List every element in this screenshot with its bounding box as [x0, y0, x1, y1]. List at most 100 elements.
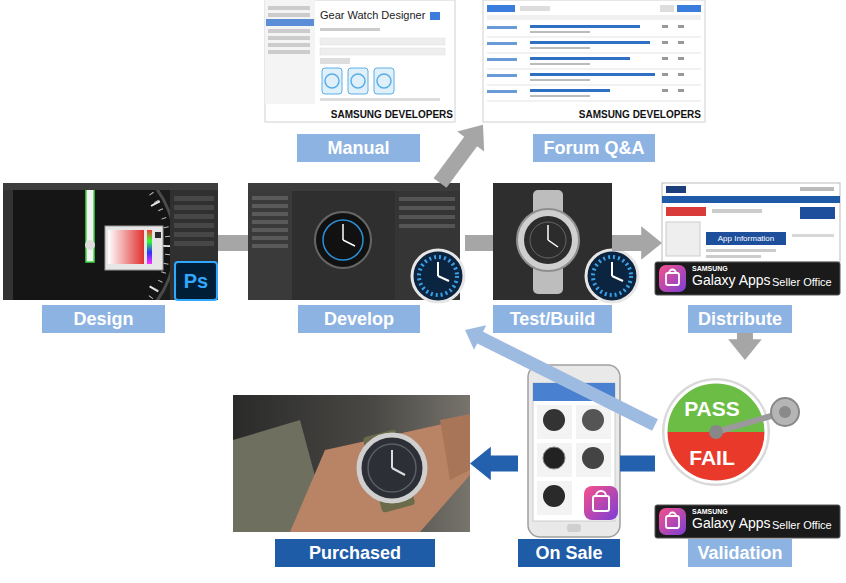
- brand-logo: SAMSUNG DEVELOPERS: [579, 110, 701, 120]
- stage-label: On Sale: [535, 544, 602, 562]
- forum-screenshot-part: [662, 25, 668, 28]
- forum-screenshot-part: [530, 73, 655, 76]
- designer-screenshot-part: [252, 228, 288, 232]
- manual-screenshot-part: [266, 19, 314, 26]
- forum-screenshot-part: [487, 69, 701, 70]
- manual-screenshot-part: [348, 68, 368, 94]
- manual-screenshot-part: [430, 12, 440, 20]
- designer-icon-part: [437, 262, 439, 276]
- designer-screenshot-part: [252, 244, 288, 248]
- seller-office-screenshot-part: [706, 232, 786, 245]
- forum-screenshot-part: [678, 41, 684, 44]
- designer-screenshot-part: [315, 212, 371, 268]
- galaxy-store-icon-part: [593, 496, 609, 511]
- galaxy-apps-badge-part: [655, 505, 840, 538]
- photoshop-screenshot-part: [174, 196, 214, 201]
- manual-screenshot-part: [320, 38, 445, 45]
- forum-screenshot-part: [677, 5, 701, 12]
- manual-screenshot-part: [268, 43, 310, 47]
- arrow-head: [641, 226, 662, 260]
- wrist-photo-part: [391, 450, 393, 468]
- seller-office-screenshot-part: [662, 183, 840, 262]
- designer-screenshot-part: [252, 236, 288, 240]
- pass-fail-dial-part: [771, 398, 799, 426]
- arrow-shaft: [465, 235, 493, 251]
- brand-logo: SAMSUNG DEVELOPERS: [331, 110, 453, 120]
- arrow-shaft: [218, 235, 248, 251]
- manual-screenshot-part: [268, 13, 310, 17]
- flow-arrow: [728, 333, 762, 360]
- forum-screenshot-part: [678, 25, 684, 28]
- designer-screenshot-part: [252, 204, 288, 208]
- flow-arrow: [218, 243, 248, 244]
- forum-screenshot-part: [487, 74, 517, 77]
- manual-screenshot-part: [265, 0, 315, 104]
- stage-label: Manual: [327, 139, 389, 157]
- designer-screenshot-part: [399, 224, 455, 228]
- galaxy-apps-badge-part: [669, 270, 676, 274]
- seller-office-screenshot-part: [666, 207, 706, 216]
- designer-screenshot-part: [399, 197, 455, 201]
- arrow-shaft: [737, 333, 753, 340]
- forum-screenshot-part: [487, 101, 701, 102]
- arrow-shaft: [440, 141, 471, 183]
- flow-arrow: [465, 325, 655, 425]
- photoshop-screenshot-part: [3, 190, 13, 300]
- stage-node: Manual: [265, 0, 455, 162]
- brand-name: SAMSUNG: [692, 265, 728, 272]
- manual-screenshot: [265, 0, 455, 122]
- emulator-screenshot-part: [547, 225, 549, 240]
- galaxy-apps-badge: [655, 505, 840, 538]
- wrist-photo: [233, 395, 470, 532]
- phone-part: [543, 409, 565, 431]
- flow-arrow: [612, 226, 662, 260]
- manual-screenshot-part: [265, 0, 455, 122]
- emulator-screenshot-part: [530, 222, 566, 258]
- forum-screenshot-part: [530, 95, 590, 97]
- phone-part: [576, 405, 611, 439]
- galaxy-apps-badge-part: [666, 516, 679, 528]
- forum-screenshot-part: [487, 90, 517, 93]
- photoshop-screenshot-part: [108, 230, 144, 264]
- photoshop-screenshot-part: [174, 205, 214, 210]
- stage-node: Validation: [655, 360, 840, 567]
- wrist-photo-part: [233, 395, 470, 532]
- seller-office-screenshot-part: [662, 196, 840, 203]
- store-subtitle: Seller Office: [772, 277, 832, 288]
- stage-node: Design: [3, 183, 218, 333]
- stage-label-box: On Sale: [518, 539, 620, 567]
- forum-screenshot-part: [530, 25, 640, 28]
- manual-screenshot-part: [268, 36, 310, 40]
- stage-label-box: Distribute: [688, 305, 792, 333]
- designer-icon: [586, 250, 638, 302]
- forum-screenshot-part: [530, 47, 590, 49]
- arrow-shaft: [490, 455, 518, 471]
- photoshop-screenshot: [0, 150, 218, 340]
- phone-part: [582, 409, 604, 431]
- wrist-photo-part: [440, 414, 470, 480]
- result-word: PASS: [684, 398, 740, 419]
- stage-node: Develop: [248, 183, 465, 333]
- galaxy-apps-badge-part: [655, 262, 840, 295]
- manual-screenshot-part: [320, 48, 445, 55]
- designer-screenshot: [248, 183, 464, 302]
- arrow-head: [457, 125, 484, 152]
- arrow-shaft: [479, 337, 655, 425]
- watch-face-part: [13, 190, 168, 300]
- forum-screenshot-part: [530, 31, 590, 33]
- wrist-photo-part: [359, 435, 425, 501]
- pass-fail-dial-part: [666, 432, 766, 482]
- forum-screenshot-part: [487, 37, 701, 38]
- stage-label-box: Design: [42, 305, 165, 333]
- designer-screenshot-part: [252, 212, 288, 216]
- forum-screenshot-part: [530, 89, 610, 92]
- phone-part: [543, 485, 565, 507]
- forum-screenshot-part: [662, 89, 668, 92]
- designer-screenshot-part: [248, 191, 292, 300]
- photoshop-screenshot-part: [174, 223, 214, 228]
- photoshop-screenshot-part: [147, 230, 152, 264]
- watch-face: [13, 190, 170, 300]
- forum-screenshot-part: [530, 41, 650, 44]
